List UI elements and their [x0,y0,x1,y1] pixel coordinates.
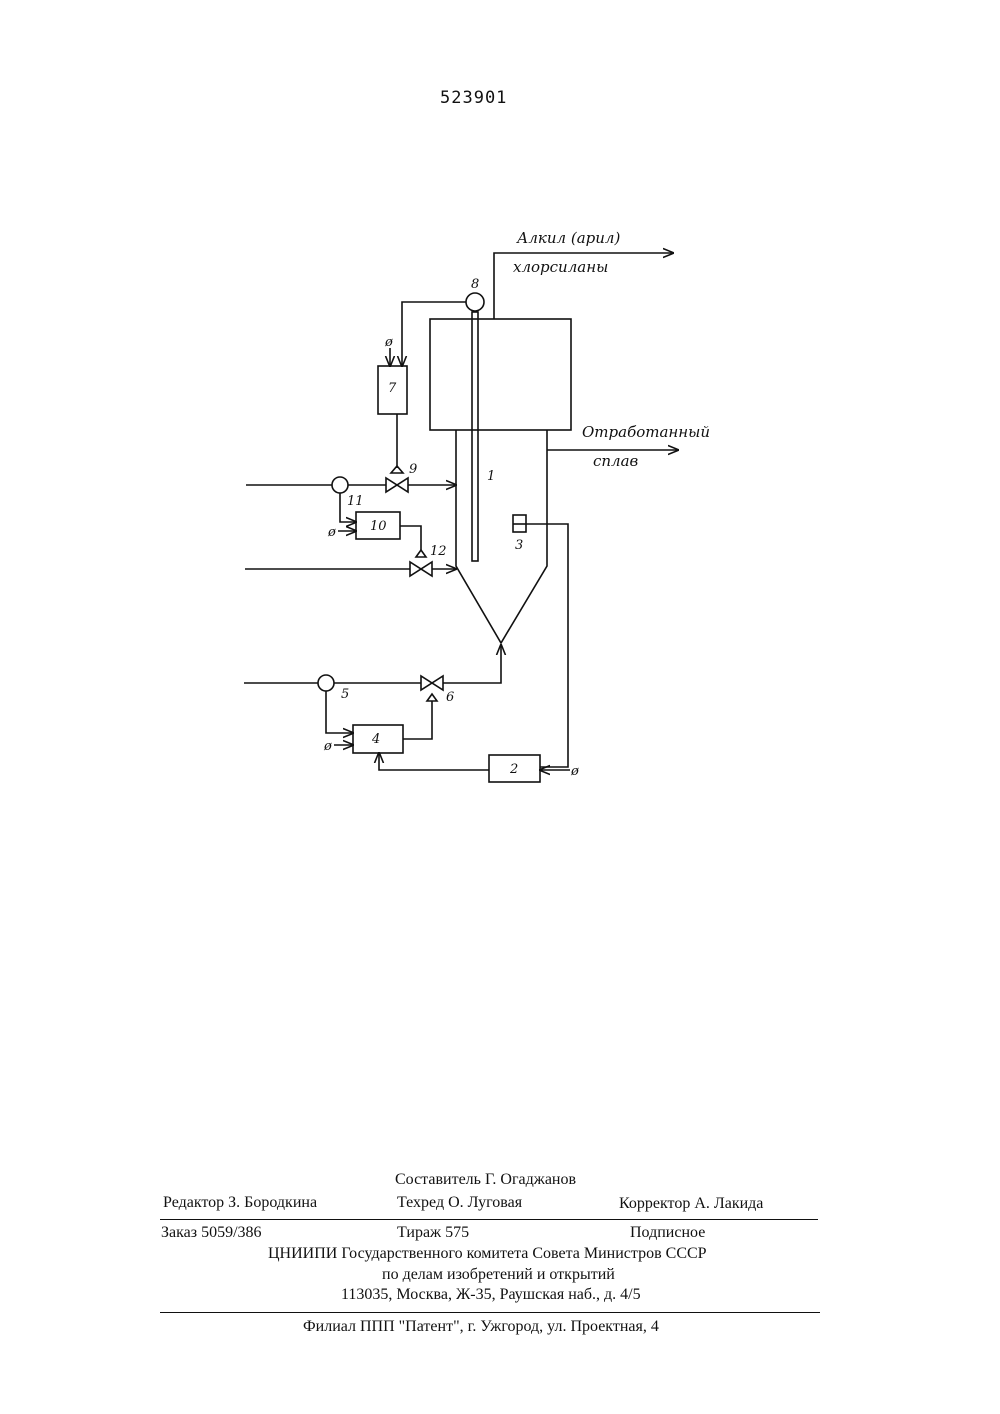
label-1: 1 [487,469,495,484]
valve-9-actuator [391,466,403,473]
signal-line-10-12 [400,526,421,550]
level-probe-tube [472,312,478,561]
subscription: Подписное [630,1224,705,1242]
org-line-1: ЦНИИПИ Государственного комитета Совета … [268,1245,707,1263]
product-label-line2: хлорсиланы [513,258,608,276]
signal-line-2-4 [379,753,489,770]
valve-12 [410,562,432,576]
level-sensor-8 [466,293,484,311]
label-5: 5 [341,687,349,702]
product-label-line1: Алкил (арил) [516,229,620,247]
waste-label-line1: Отработанный [582,423,710,441]
flow-sensor-11 [332,477,348,493]
label-7: 7 [388,381,397,396]
feed-line-bottom-3 [443,645,501,683]
valve-6 [421,676,443,690]
editor: Редактор З. Бородкина [163,1194,317,1212]
label-4: 4 [371,732,380,747]
valve-9 [386,478,408,492]
flow-sensor-5 [318,675,334,691]
valve-6-actuator [427,694,437,701]
process-flow-diagram: Алкил (арил) хлорсиланы Отработанный спл… [0,0,1000,900]
footer-rule-bottom [160,1312,820,1313]
label-8: 8 [471,277,479,292]
org-line-2: по делам изобретений и открытий [382,1266,615,1284]
label-9: 9 [409,462,417,477]
label-6: 6 [446,690,454,705]
label-12: 12 [430,544,447,559]
label-11: 11 [347,494,364,509]
valve-12-actuator [416,550,426,557]
label-10: 10 [370,519,387,534]
reactor-head [430,319,571,430]
supply-symbol-2: ø [570,764,579,779]
branch: Филиал ППП "Патент", г. Ужгород, ул. Про… [303,1318,659,1336]
composer: Составитель Г. Огаджанов [395,1171,576,1189]
label-2: 2 [509,762,518,777]
signal-line-4-6 [403,701,432,739]
supply-symbol-7: ø [384,335,393,350]
reactor-body [456,430,547,643]
org-line-3: 113035, Москва, Ж-35, Раушская наб., д. … [341,1286,641,1304]
signal-line-8-7 [402,302,466,366]
corrector: Корректор А. Лакида [619,1195,763,1213]
circulation: Тираж 575 [397,1224,469,1242]
techred: Техред О. Луговая [397,1194,522,1212]
waste-label-line2: сплав [593,452,639,470]
supply-symbol-4: ø [323,739,332,754]
order: Заказ 5059/386 [161,1224,262,1242]
label-3: 3 [515,538,523,553]
supply-symbol-10: ø [327,525,336,540]
footer-rule-top [160,1219,818,1220]
